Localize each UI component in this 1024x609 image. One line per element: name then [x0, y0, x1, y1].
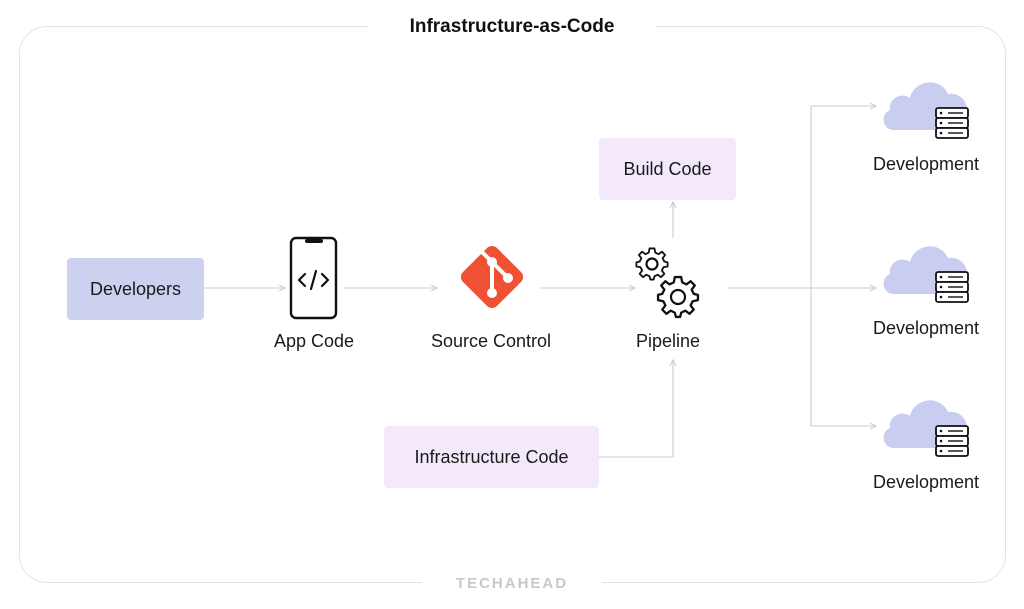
- cloud-server-icon: [883, 246, 969, 303]
- cloud-server-icon: [883, 400, 969, 457]
- techahead-logo: TECHAHEAD: [422, 572, 602, 596]
- arrow-infra-to-pipeline: [599, 360, 673, 458]
- build-code-box: Build Code: [599, 138, 736, 200]
- environment-label-2: Development: [872, 318, 980, 338]
- pipeline-label: Pipeline: [635, 331, 701, 351]
- smartphone-code-icon: [289, 236, 338, 320]
- infrastructure-code-box: Infrastructure Code: [384, 426, 599, 488]
- app-code-label: App Code: [273, 331, 355, 351]
- gears-icon: [635, 247, 700, 319]
- developers-box: Developers: [67, 258, 204, 320]
- environment-label-3: Development: [872, 472, 980, 492]
- git-logo-icon: [460, 245, 524, 309]
- diagram-title: Infrastructure-as-Code: [368, 12, 656, 42]
- environment-label-1: Development: [872, 154, 980, 174]
- source-control-label: Source Control: [430, 331, 552, 351]
- cloud-server-icon: [883, 82, 969, 139]
